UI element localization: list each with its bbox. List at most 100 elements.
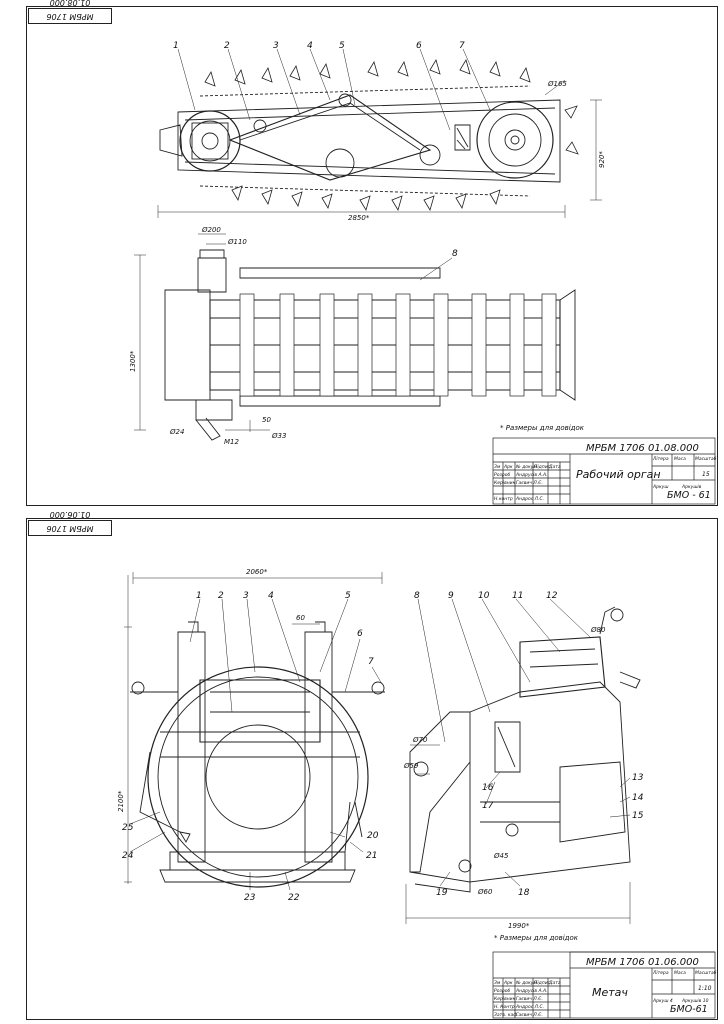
dim-d33: Ø33 xyxy=(271,432,286,440)
callout-8: 8 xyxy=(452,249,458,259)
callout-17: 17 xyxy=(482,801,494,811)
r-check: Керівник xyxy=(494,996,516,1002)
title-block-org: БМО - 61 xyxy=(667,490,711,501)
front-view-dimensions xyxy=(124,572,383,884)
r-norm: Н. Контр xyxy=(494,1004,515,1010)
side-view xyxy=(159,85,561,197)
callout-4: 4 xyxy=(268,591,274,601)
callout-9: 9 xyxy=(448,591,454,601)
r-dev: Розроб xyxy=(494,472,510,478)
side-view-dimensions xyxy=(157,79,602,218)
callout-7: 7 xyxy=(459,41,465,51)
callout-5: 5 xyxy=(339,41,345,51)
callout-5: 5 xyxy=(345,591,351,601)
h-sign: Підпис xyxy=(534,980,551,986)
callout-22: 22 xyxy=(288,893,300,903)
dim-d60: Ø60 xyxy=(477,888,493,896)
title-block-code: МРБМ 1706 01.08.000 xyxy=(586,443,699,454)
callout-2: 2 xyxy=(218,591,224,601)
h-change: Зм xyxy=(494,464,501,470)
working-body-drawing: 2850* 920* Ø165 1 2 3 4 5 6 7 xyxy=(129,41,717,505)
h-sheet: Арк xyxy=(503,980,513,986)
callout-1: 1 xyxy=(196,591,202,601)
sheets-label: Аркушів 10 xyxy=(681,998,709,1004)
scale-value: 1:10 xyxy=(698,985,712,992)
h-change: Зм xyxy=(494,980,501,986)
callout-2: 2 xyxy=(224,41,230,51)
side-view-leaders xyxy=(417,598,631,887)
r-appr: Затв. каф. xyxy=(494,1012,519,1018)
h-date: Дата xyxy=(548,980,561,986)
title-block xyxy=(492,951,716,1019)
plan-view-dimensions xyxy=(134,233,453,432)
title-block-name: Рабочий орган xyxy=(576,468,661,481)
r-norm: Н.контр xyxy=(494,496,513,502)
front-view-leaders xyxy=(129,598,383,891)
title-block-code: МРБМ 1706 01.06.000 xyxy=(586,957,699,968)
callout-3: 3 xyxy=(243,591,249,601)
sheet-label: Аркуш xyxy=(652,484,668,490)
title-block-name: Метач xyxy=(592,986,628,999)
dim-d59: Ø59 xyxy=(403,762,419,770)
callout-20: 20 xyxy=(367,831,379,841)
side-view-leaders xyxy=(177,48,491,131)
reference-note: * Размеры для довідок xyxy=(500,424,585,432)
sheet-label: Аркуш 4 xyxy=(652,998,673,1004)
col-letter: Літера xyxy=(652,970,669,976)
callout-3: 3 xyxy=(273,41,279,51)
sheet-frame xyxy=(26,6,718,506)
p-check: Гаєвич Л.Є. xyxy=(516,996,543,1002)
callout-12: 12 xyxy=(546,591,558,601)
side-view xyxy=(409,606,641,893)
p-dev: Андрусів А.А. xyxy=(515,472,547,478)
plan-view-cutters xyxy=(239,293,557,397)
callout-15: 15 xyxy=(632,811,644,821)
dim-60: 60 xyxy=(296,614,305,622)
col-mass: Маса xyxy=(674,456,686,462)
title-block xyxy=(492,437,716,505)
callout-18: 18 xyxy=(518,888,530,898)
callout-6: 6 xyxy=(357,629,363,639)
p-appr: Гаєвич Л.Є. xyxy=(516,1012,543,1018)
h-sheet: Арк xyxy=(503,464,513,470)
drawing-sheet-thrower: МРБМ 1706 01.06.000 2060* xyxy=(0,510,724,1024)
callout-21: 21 xyxy=(366,851,377,861)
cutter-teeth xyxy=(204,59,579,211)
callout-8: 8 xyxy=(414,591,420,601)
drawing-sheet-working-body: МРБМ 1706 01.08.000 xyxy=(26,0,718,506)
side-view-dimensions xyxy=(405,744,631,924)
h-date: Дата xyxy=(548,464,561,470)
callout-7: 7 xyxy=(368,657,374,667)
callout-4: 4 xyxy=(307,41,313,51)
callout-25: 25 xyxy=(122,823,134,833)
scale-value: 15 xyxy=(702,471,710,478)
sheet-frame xyxy=(26,518,718,1020)
col-mass: Маса xyxy=(674,970,686,976)
dim-width: 2060* xyxy=(246,568,268,576)
r-check: Керівник xyxy=(494,480,516,486)
title-block-org: БМО-61 xyxy=(670,1004,708,1015)
h-sign: Підпис xyxy=(534,464,551,470)
callout-1: 1 xyxy=(173,41,179,51)
col-letter: Літера xyxy=(652,456,669,462)
callout-6: 6 xyxy=(416,41,422,51)
dim-d200: Ø200 xyxy=(201,226,221,234)
dim-length: 2850* xyxy=(348,214,370,222)
p-dev: Андрусів А.А. xyxy=(515,988,547,994)
sheets-label: Аркушів xyxy=(681,484,702,490)
dim-height: 2100* xyxy=(117,790,125,812)
callout-13: 13 xyxy=(632,773,644,783)
r-dev: Розроб xyxy=(494,988,510,994)
p-norm: Андрос Л.С. xyxy=(515,1004,544,1010)
dim-length: 1990* xyxy=(508,922,530,930)
col-scale: Масштаб xyxy=(695,970,717,976)
dim-sprocket: Ø165 xyxy=(547,80,567,88)
p-check: Гаєвич Л.Є. xyxy=(516,480,543,486)
callout-16: 16 xyxy=(482,783,494,793)
p-norm: Андрос Л.С. xyxy=(515,496,544,502)
reference-note: * Размеры для довідок xyxy=(494,934,579,942)
dim-d24: Ø24 xyxy=(169,428,184,436)
callout-24: 24 xyxy=(122,851,134,861)
dim-m12: M12 xyxy=(224,438,239,446)
dim-d110: Ø110 xyxy=(227,238,247,246)
